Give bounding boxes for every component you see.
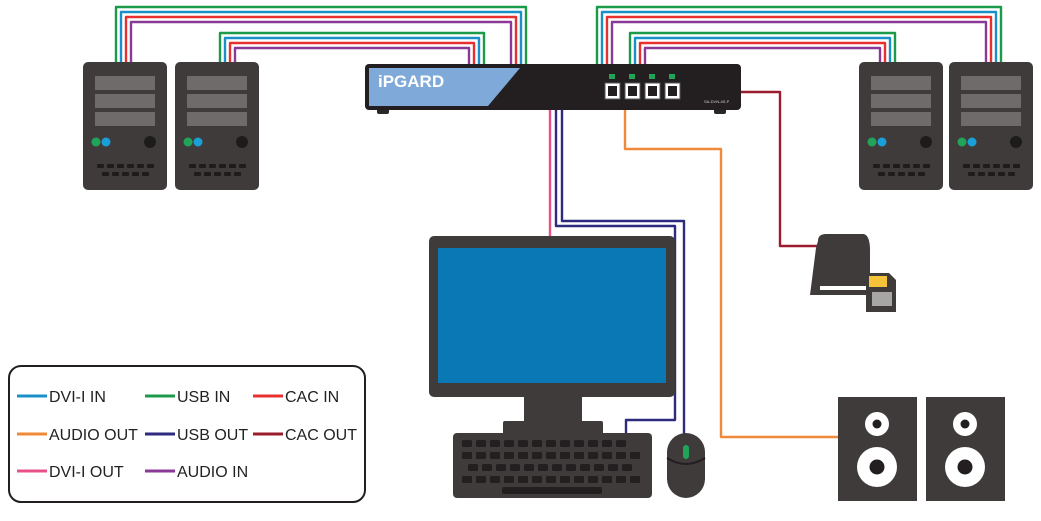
switch-accent-panel <box>369 68 520 106</box>
mouse <box>666 433 706 498</box>
legend-label: CAC IN <box>285 389 339 406</box>
cable-audio-in-pc4 <box>610 20 988 64</box>
mouse-body <box>667 433 705 498</box>
kvm-switch: iPGARD SA-DVN-4S-P <box>365 64 741 114</box>
power-button <box>920 136 932 148</box>
computer-4 <box>949 62 1033 190</box>
monitor-stand-neck <box>524 397 582 423</box>
legend-label: USB OUT <box>177 427 248 444</box>
legend-label: DVI-I OUT <box>49 464 124 481</box>
cable-audio-out <box>623 110 838 439</box>
cable-cac-in-pc3 <box>638 41 887 64</box>
cable-usb-in-pc1 <box>114 5 528 64</box>
vent-holes <box>189 164 246 176</box>
monitor-stand-base <box>503 421 603 435</box>
legend-item-dvi-out: DVI-I OUT <box>17 464 124 481</box>
legend-label: AUDIO IN <box>177 464 248 481</box>
legend-item-cac-out: CAC OUT <box>253 427 357 444</box>
switch-brand-logo: iPGARD <box>378 72 444 91</box>
port-led-3 <box>649 74 655 79</box>
cac-reader <box>810 234 896 312</box>
legend-items: DVI-I IN USB IN CAC IN AUDIO OUT USB OUT CAC … <box>17 389 357 481</box>
power-led-green <box>91 137 101 147</box>
cable-usb-in-pc4 <box>595 5 1003 64</box>
speaker-right <box>926 397 1005 501</box>
cable-cac-in-pc2 <box>228 41 476 64</box>
power-button <box>236 136 248 148</box>
cable-cac-out <box>738 90 818 248</box>
computer-1 <box>83 62 167 190</box>
cable-audio-in-pc3 <box>643 46 882 64</box>
speaker-left <box>838 397 917 501</box>
port-button-4 <box>664 74 681 100</box>
legend-item-audio-out: AUDIO OUT <box>17 427 138 444</box>
cable-dvi-in-pc1 <box>119 10 523 64</box>
keyboard-keys <box>462 440 640 494</box>
cable-audio-in-pc1 <box>129 20 513 64</box>
keyboard <box>453 433 652 498</box>
vent-holes <box>963 164 1020 176</box>
cac-reader-body <box>810 234 870 295</box>
mouse-scroll-wheel <box>683 445 689 459</box>
cable-cac-in-pc1 <box>124 15 518 64</box>
power-led-green <box>867 137 877 147</box>
legend-item-cac-in: CAC IN <box>253 389 339 406</box>
computer-2 <box>175 62 259 190</box>
port-led-4 <box>669 74 675 79</box>
port-button-3 <box>644 74 661 100</box>
legend-item-dvi-in: DVI-I IN <box>17 389 106 406</box>
monitor <box>429 236 675 435</box>
power-led-blue <box>193 137 203 147</box>
port-button-1 <box>604 74 621 100</box>
cac-reader-slot <box>820 286 868 290</box>
vent-holes <box>873 164 930 176</box>
power-button <box>1010 136 1022 148</box>
vent-holes <box>97 164 154 176</box>
port-select-buttons <box>604 74 681 100</box>
power-led-green <box>183 137 193 147</box>
cable-dvi-in-pc2 <box>223 36 481 64</box>
legend-label: AUDIO OUT <box>49 427 138 444</box>
power-led-blue <box>877 137 887 147</box>
port-led-1 <box>609 74 615 79</box>
legend-label: CAC OUT <box>285 427 357 444</box>
cable-usb-in-pc2 <box>218 31 486 64</box>
cable-usb-in-pc3 <box>628 31 897 64</box>
power-button <box>144 136 156 148</box>
legend-box <box>8 365 366 503</box>
legend-item-usb-out: USB OUT <box>145 427 248 444</box>
power-led-blue <box>967 137 977 147</box>
cable-audio-in-pc2 <box>233 46 471 64</box>
legend-item-audio-in: AUDIO IN <box>145 464 248 481</box>
legend-label: USB IN <box>177 389 230 406</box>
port-led-2 <box>629 74 635 79</box>
power-led-green <box>957 137 967 147</box>
smart-card <box>866 273 896 312</box>
computer-3 <box>859 62 943 190</box>
cable-dvi-in-pc4 <box>600 10 998 64</box>
legend-item-usb-in: USB IN <box>145 389 230 406</box>
cable-usb-out-mouse <box>560 110 686 434</box>
cable-legend: DVI-I IN USB IN CAC IN AUDIO OUT USB OUT CAC … <box>8 365 366 503</box>
legend-label: DVI-I IN <box>49 389 106 406</box>
cable-cac-in-pc4 <box>605 15 993 64</box>
switch-model-label: SA-DVN-4S-P <box>704 99 730 104</box>
monitor-screen <box>438 248 666 383</box>
power-led-blue <box>101 137 111 147</box>
cable-dvi-in-pc3 <box>633 36 892 64</box>
port-button-2 <box>624 74 641 100</box>
